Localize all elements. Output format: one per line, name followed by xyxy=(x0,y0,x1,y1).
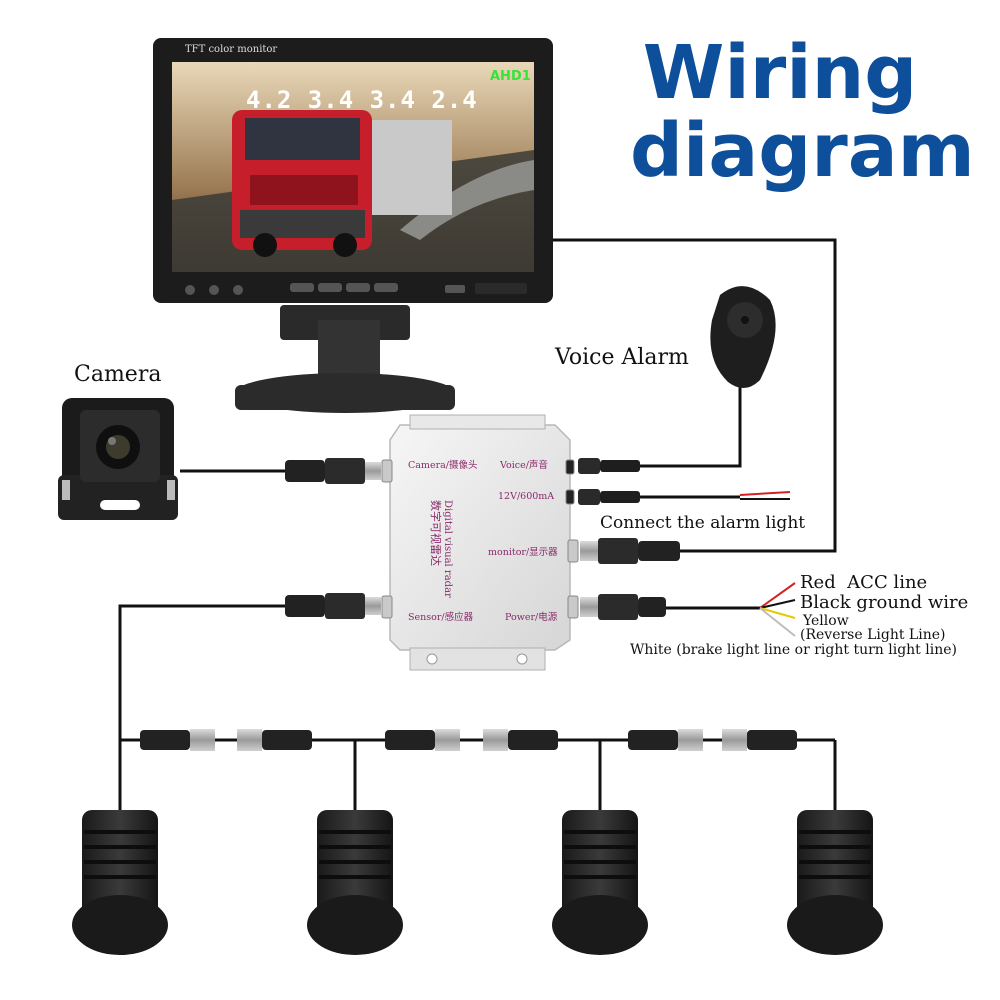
monitor-stand xyxy=(235,305,455,413)
wire-label-black: Black ground wire xyxy=(800,592,969,613)
box-port-sockets xyxy=(381,459,579,619)
camera-connector xyxy=(285,458,381,484)
port-label-voice: Voice/声音 xyxy=(499,459,548,471)
alarm-light-connector xyxy=(578,489,640,505)
wire-label-red: Red ACC line xyxy=(800,572,928,593)
monitor-wire xyxy=(552,238,837,553)
sensor-connector xyxy=(285,593,381,619)
monitor-buttons xyxy=(185,283,527,295)
voice-alarm-wire xyxy=(640,385,742,468)
wire-label-white: White (brake light line or right turn li… xyxy=(630,642,957,658)
alarm-light-leads xyxy=(739,491,791,500)
monitor-connector xyxy=(580,538,680,564)
monitor-distance-readout: 4.2 3.4 3.4 2.4 xyxy=(246,86,478,114)
monitor-brand: TFT color monitor xyxy=(185,44,277,55)
parking-sensor xyxy=(72,810,168,955)
monitor: TFT color monitor AHD1 4.2 3.4 3.4 2.4 xyxy=(153,38,553,413)
parking-sensor xyxy=(307,810,403,955)
port-label-camera: Camera/摄像头 xyxy=(408,459,477,471)
camera-label: Camera xyxy=(74,362,162,387)
sensor-bus-connectors xyxy=(140,729,797,751)
diagram-title: Wiring diagram xyxy=(630,30,975,194)
rear-camera xyxy=(58,398,178,520)
power-connector xyxy=(580,594,666,620)
parking-sensor xyxy=(787,810,883,955)
truck-image xyxy=(232,110,452,257)
voice-alarm-label: Voice Alarm xyxy=(555,345,689,370)
parking-sensor xyxy=(552,810,648,955)
title-line-2: diagram xyxy=(630,107,975,194)
sensor-main-wire xyxy=(118,604,285,810)
wire-label-yellow-desc: (Reverse Light Line) xyxy=(800,627,946,643)
voice-alarm-speaker xyxy=(710,286,776,389)
voice-connector xyxy=(578,458,640,474)
product-name-en: Digital visual radar xyxy=(442,500,453,598)
product-name-cn: 数字可视雷达 xyxy=(429,500,443,566)
port-label-sensor: Sensor/感应器 xyxy=(408,611,474,623)
title-line-1: Wiring xyxy=(642,30,918,116)
port-label-monitor: monitor/显示器 xyxy=(488,547,558,558)
port-label-power: Power/电源 xyxy=(505,611,558,623)
parking-sensors xyxy=(72,810,883,955)
monitor-badge: AHD1 xyxy=(490,69,531,84)
power-leads xyxy=(759,582,796,637)
port-label-power-spec: 12V/600mA xyxy=(498,491,554,502)
wire-label-yellow: Yellow xyxy=(803,613,849,629)
alarm-light-label: Connect the alarm light xyxy=(600,513,806,533)
connectors xyxy=(140,458,797,751)
control-box: Camera/摄像头 Voice/声音 12V/600mA monitor/显示… xyxy=(381,414,579,671)
